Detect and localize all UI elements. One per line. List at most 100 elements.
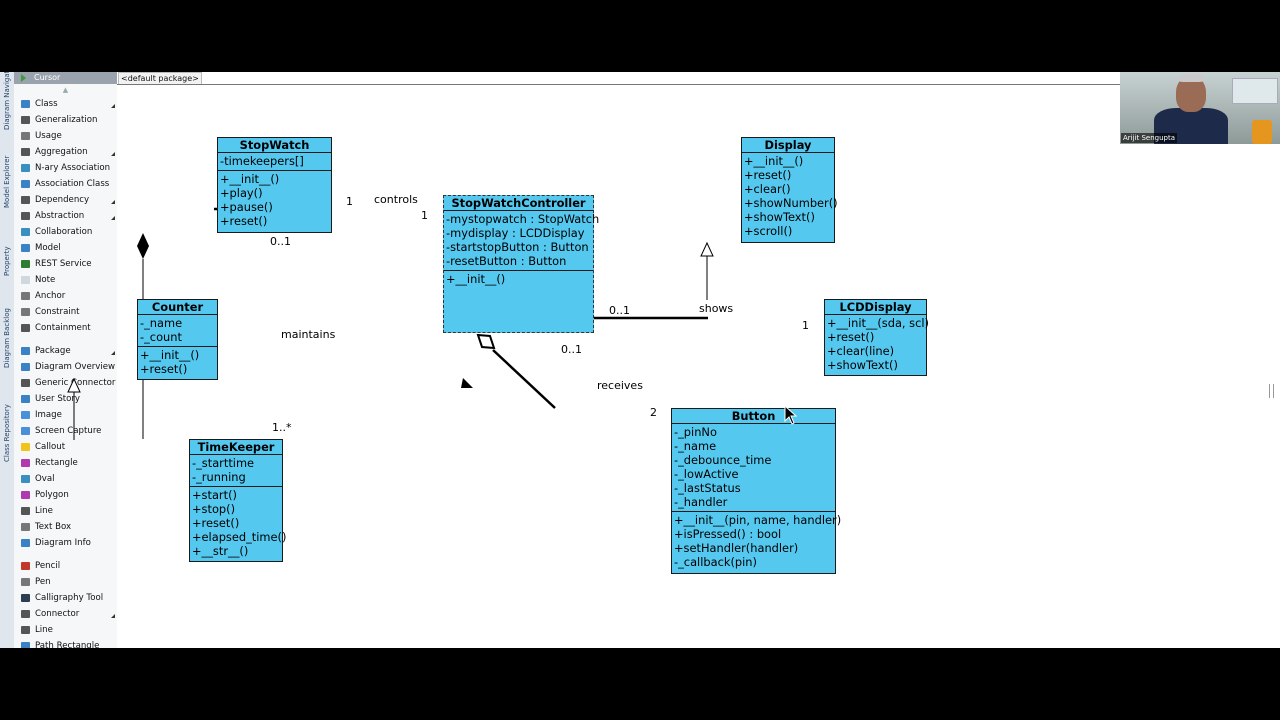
class-button[interactable]: Button -_pinNo-_name-_debounce_time-_low…: [671, 408, 842, 574]
class-operation[interactable]: +elapsed_time(): [192, 530, 287, 544]
palette-item-usage[interactable]: Usage: [14, 128, 117, 144]
class-operation[interactable]: +reset(): [192, 516, 240, 530]
class-operation[interactable]: +clear(): [744, 182, 791, 196]
palette-item-line[interactable]: Line: [14, 503, 117, 519]
expand-arrow-icon[interactable]: [111, 152, 115, 156]
palette-item-connector[interactable]: Connector: [14, 606, 117, 622]
palette-item-aggregation[interactable]: Aggregation: [14, 144, 117, 160]
calligraphy-tool-icon: [21, 594, 30, 602]
palette-scroll-up-icon[interactable]: ▲: [62, 86, 69, 94]
class-operation[interactable]: +__init__(): [744, 154, 804, 168]
class-operation[interactable]: +__init__(): [220, 172, 280, 186]
class-operation[interactable]: +showText(): [744, 210, 815, 224]
class-operation[interactable]: +setHandler(handler): [674, 541, 799, 555]
expand-arrow-icon[interactable]: [111, 216, 115, 220]
expand-arrow-icon[interactable]: [111, 351, 115, 355]
class-attribute[interactable]: -_name: [140, 316, 183, 330]
class-operation[interactable]: +play(): [220, 186, 263, 200]
palette-item-class[interactable]: Class: [14, 96, 117, 112]
palette-item-pen[interactable]: Pen: [14, 574, 117, 590]
class-operation[interactable]: +__str__(): [192, 544, 249, 558]
class-display[interactable]: Display +__init__()+reset()+clear()+show…: [741, 137, 838, 243]
palette-item-rectangle[interactable]: Rectangle: [14, 455, 117, 471]
class-attribute[interactable]: -resetButton : Button: [446, 254, 567, 268]
palette-item-pencil[interactable]: Pencil: [14, 558, 117, 574]
palette-item-rest-service[interactable]: REST Service: [14, 256, 117, 272]
class-attribute[interactable]: -startstopButton : Button: [446, 240, 589, 254]
class-operation[interactable]: +reset(): [827, 330, 875, 344]
class-counter[interactable]: Counter -_name-_count +__init__()+reset(…: [137, 299, 218, 380]
class-operation[interactable]: +start(): [192, 488, 237, 502]
palette-item-abstraction[interactable]: Abstraction: [14, 208, 117, 224]
palette-item-label: User Story: [35, 394, 81, 404]
class-operation[interactable]: +reset(): [220, 214, 268, 228]
class-lcddisplay[interactable]: LCDDisplay +__init__(sda, scl)+reset()+c…: [824, 299, 929, 376]
class-attribute[interactable]: -_debounce_time: [674, 453, 772, 467]
palette-item-line[interactable]: Line: [14, 622, 117, 638]
class-attribute[interactable]: -_pinNo: [674, 425, 717, 439]
palette-item-note[interactable]: Note: [14, 272, 117, 288]
palette-item-collaboration[interactable]: Collaboration: [14, 224, 117, 240]
palette-item-n-ary-association[interactable]: N-ary Association: [14, 160, 117, 176]
class-operation[interactable]: -_callback(pin): [674, 555, 757, 569]
class-operation[interactable]: +scroll(): [744, 224, 793, 238]
receives-association-line[interactable]: [492, 349, 556, 409]
palette-item-polygon[interactable]: Polygon: [14, 487, 117, 503]
class-operation[interactable]: +__init__(pin, name, handler): [674, 513, 842, 527]
palette-item-diagram-overview[interactable]: Diagram Overview: [14, 359, 117, 375]
class-attribute[interactable]: -timekeepers[]: [220, 154, 304, 168]
palette-item-image[interactable]: Image: [14, 407, 117, 423]
class-stopwatch[interactable]: StopWatch -timekeepers[] +__init__()+pla…: [217, 137, 332, 233]
class-attribute[interactable]: -_lowActive: [674, 467, 739, 481]
class-attribute[interactable]: -_lastStatus: [674, 481, 741, 495]
class-operation[interactable]: +__init__(): [140, 348, 200, 362]
palette-cursor-tool[interactable]: Cursor: [14, 72, 117, 84]
class-operation[interactable]: +isPressed() : bool: [674, 527, 782, 541]
class-attribute[interactable]: -_name: [674, 439, 717, 453]
class-operation[interactable]: +__init__(sda, scl): [827, 316, 929, 330]
video-call-overlay[interactable]: Arijit Sengupta: [1120, 72, 1280, 144]
palette-item-containment[interactable]: Containment: [14, 320, 117, 336]
class-operation[interactable]: +clear(line): [827, 344, 895, 358]
palette-item-diagram-info[interactable]: Diagram Info: [14, 535, 117, 551]
class-operation[interactable]: +showNumber(): [744, 196, 838, 210]
canvas-top-divider: [117, 84, 1120, 85]
palette-item-generalization[interactable]: Generalization: [14, 112, 117, 128]
palette-item-anchor[interactable]: Anchor: [14, 288, 117, 304]
palette-item-label: Aggregation: [35, 147, 88, 157]
palette-item-user-story[interactable]: User Story: [14, 391, 117, 407]
palette-item-package[interactable]: Package: [14, 343, 117, 359]
palette-item-association-class[interactable]: Association Class: [14, 176, 117, 192]
palette-item-dependency[interactable]: Dependency: [14, 192, 117, 208]
class-timekeeper[interactable]: TimeKeeper -_starttime-_running +start()…: [189, 439, 287, 562]
palette-item-constraint[interactable]: Constraint: [14, 304, 117, 320]
expand-arrow-icon[interactable]: [111, 104, 115, 108]
class-name: StopWatch: [218, 138, 331, 153]
palette-item-calligraphy-tool[interactable]: Calligraphy Tool: [14, 590, 117, 606]
canvas-scroll-handle[interactable]: [1269, 384, 1274, 398]
palette-item-text-box[interactable]: Text Box: [14, 519, 117, 535]
class-attribute[interactable]: -_running: [192, 470, 246, 484]
attribute-compartment: -_name-_count: [138, 315, 217, 347]
class-operation[interactable]: +pause(): [220, 200, 273, 214]
class-operation[interactable]: +showText(): [827, 358, 898, 372]
class-attribute[interactable]: -mydisplay : LCDDisplay: [446, 226, 585, 240]
palette-item-callout[interactable]: Callout: [14, 439, 117, 455]
operation-compartment: +__init__()+play()+pause()+reset(): [218, 171, 331, 230]
class-attribute[interactable]: -mystopwatch : StopWatch: [446, 212, 600, 226]
expand-arrow-icon[interactable]: [111, 614, 115, 618]
class-operation[interactable]: +stop(): [192, 502, 236, 516]
class-stopwatchcontroller[interactable]: StopWatchController -mystopwatch : StopW…: [443, 195, 600, 333]
palette-item-path-rectangle[interactable]: Path Rectangle: [14, 638, 117, 648]
expand-arrow-icon[interactable]: [111, 200, 115, 204]
palette-item-screen-capture[interactable]: Screen Capture: [14, 423, 117, 439]
palette-item-oval[interactable]: Oval: [14, 471, 117, 487]
generic-connector-icon: [21, 379, 30, 387]
class-operation[interactable]: +reset(): [744, 168, 792, 182]
class-attribute[interactable]: -_starttime: [192, 456, 255, 470]
class-operation[interactable]: +__init__(): [446, 272, 506, 286]
class-attribute[interactable]: -_count: [140, 330, 182, 344]
class-attribute[interactable]: -_handler: [674, 495, 728, 509]
class-operation[interactable]: +reset(): [140, 362, 188, 376]
palette-item-model[interactable]: Model: [14, 240, 117, 256]
